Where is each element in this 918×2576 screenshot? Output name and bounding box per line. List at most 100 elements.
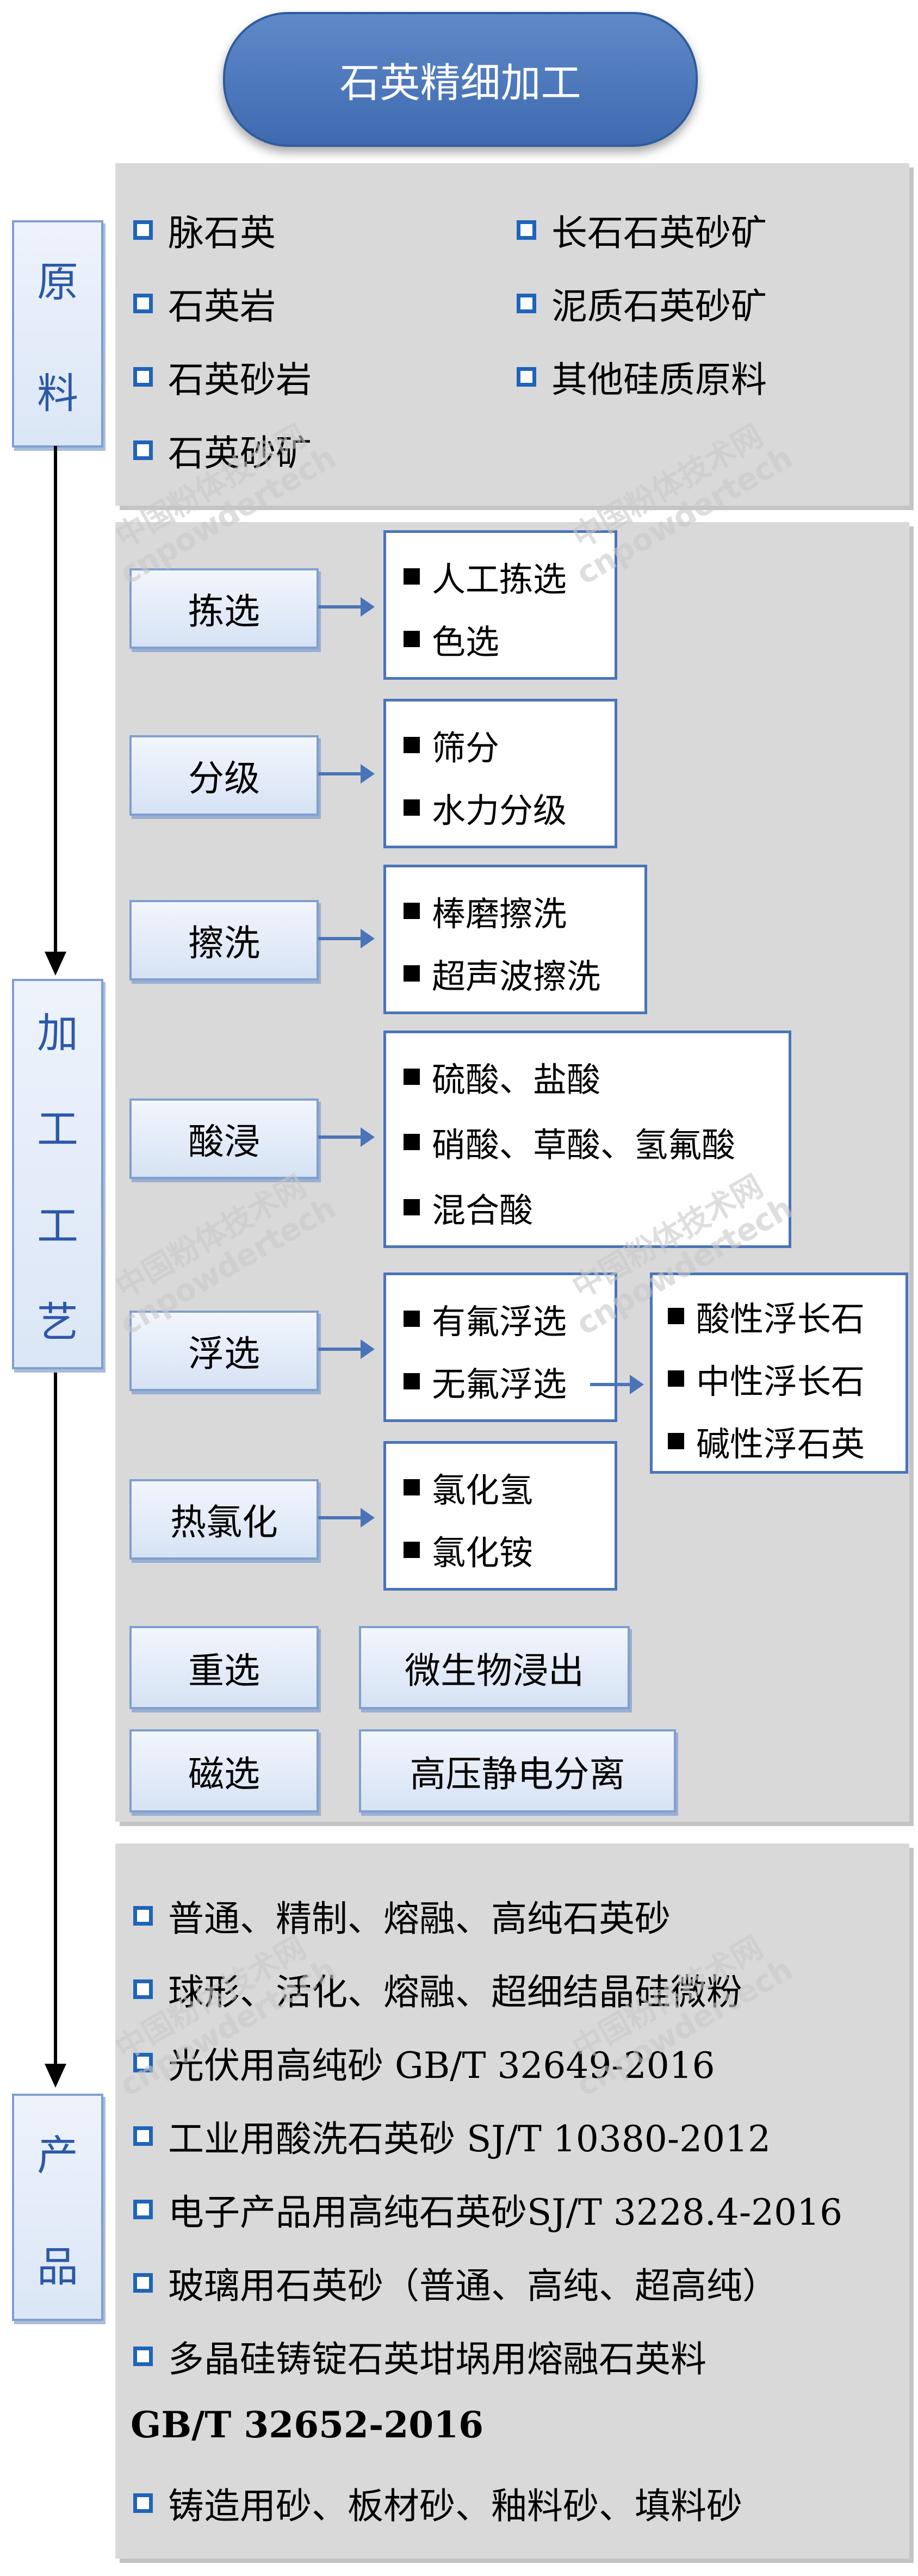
black-square-icon — [668, 1370, 684, 1387]
method-item: 水力分级 — [404, 783, 567, 832]
method-item: 有氟浮选 — [404, 1294, 567, 1343]
side-char: 品 — [37, 2242, 78, 2291]
side-char: 工 — [37, 1105, 78, 1154]
method-item: 人工拣选 — [404, 552, 567, 601]
square-bullet-icon — [133, 440, 153, 460]
raw-item: 石英砂岩 — [133, 351, 312, 403]
square-bullet-icon — [133, 2347, 153, 2366]
products-panel — [115, 1843, 909, 2559]
black-square-icon — [668, 1308, 684, 1324]
process-box-sorting: 拣选 — [129, 568, 319, 649]
method-box: 人工拣选 色选 — [383, 530, 617, 680]
black-square-icon — [404, 1479, 420, 1495]
diagram-title: 石英精细加工 — [223, 12, 698, 147]
method-item: 混合酸 — [404, 1183, 533, 1232]
square-bullet-icon — [133, 1979, 153, 1999]
method-box: 硫酸、盐酸 硝酸、草酸、氢氟酸 混合酸 — [383, 1031, 791, 1248]
method-box: 筛分 水力分级 — [383, 699, 617, 848]
black-square-icon — [404, 799, 420, 816]
side-char: 料 — [37, 369, 78, 418]
square-bullet-icon — [133, 2126, 153, 2146]
connector-arrow-icon — [318, 1508, 375, 1528]
product-standard-line: GB/T 32652-2016 — [131, 2404, 484, 2446]
product-item: 普通、精制、熔融、高纯石英砂 — [133, 1890, 671, 1942]
product-item: 玻璃用石英砂（普通、高纯、超高纯） — [133, 2257, 778, 2309]
connector-arrow-icon — [318, 1339, 375, 1359]
product-item: 铸造用砂、板材砂、釉料砂、填料砂 — [133, 2477, 742, 2529]
connector-arrow-icon — [318, 764, 375, 784]
method-box: 氯化氢 氯化铵 — [383, 1441, 617, 1591]
connector-arrow-icon — [318, 1127, 375, 1147]
side-tab-raw: 原 料 — [12, 220, 103, 448]
flow-arrow-head-icon — [45, 952, 66, 976]
raw-item: 石英砂矿 — [133, 424, 312, 476]
method-item: 超声波擦洗 — [404, 949, 600, 998]
method-item: 氯化氢 — [404, 1463, 533, 1512]
black-square-icon — [404, 1542, 420, 1558]
sub-method-box: 酸性浮长石 中性浮长石 碱性浮石英 — [650, 1273, 908, 1474]
method-item: 硫酸、盐酸 — [404, 1052, 600, 1101]
square-bullet-icon — [517, 220, 536, 240]
side-char: 原 — [37, 257, 78, 306]
method-item: 无氟浮选 — [404, 1357, 567, 1406]
process-box-gravity: 重选 — [129, 1626, 319, 1709]
black-square-icon — [404, 903, 420, 919]
black-square-icon — [404, 737, 420, 753]
square-bullet-icon — [133, 2200, 153, 2219]
square-bullet-icon — [133, 2053, 153, 2072]
square-bullet-icon — [133, 220, 153, 240]
process-box-bioleaching: 微生物浸出 — [359, 1626, 630, 1709]
black-square-icon — [404, 1134, 420, 1150]
product-item: 光伏用高纯砂 GB/T 32649-2016 — [133, 2037, 715, 2089]
product-item: 多晶硅铸锭石英坩埚用熔融石英料 — [133, 2330, 706, 2382]
side-tab-process: 加 工 工 艺 — [12, 979, 103, 1369]
black-square-icon — [668, 1433, 684, 1449]
process-box-grading: 分级 — [129, 735, 319, 816]
product-item: 工业用酸洗石英砂 SJ/T 10380-2012 — [133, 2110, 771, 2162]
method-box: 棒磨擦洗 超声波擦洗 — [383, 865, 647, 1014]
flow-arrow-line — [54, 1370, 57, 2066]
square-bullet-icon — [133, 367, 153, 387]
black-square-icon — [404, 1069, 420, 1085]
side-char: 艺 — [37, 1298, 78, 1347]
product-item: 球形、活化、熔融、超细结晶硅微粉 — [133, 1963, 742, 2015]
raw-item: 其他硅质原料 — [517, 351, 767, 403]
side-char: 加 — [37, 1008, 78, 1057]
sub-method-item: 中性浮长石 — [668, 1354, 865, 1403]
black-square-icon — [404, 1199, 420, 1215]
process-box-electrostatic: 高压静电分离 — [359, 1729, 676, 1812]
raw-item: 石英岩 — [133, 277, 276, 330]
square-bullet-icon — [133, 1906, 153, 1926]
side-char: 工 — [37, 1201, 78, 1250]
process-box-flotation: 浮选 — [129, 1311, 319, 1391]
side-tab-product: 产 品 — [12, 2094, 103, 2321]
raw-materials-panel — [115, 163, 909, 506]
side-char: 产 — [37, 2131, 78, 2180]
method-item: 棒磨擦洗 — [404, 886, 567, 935]
process-box-scrubbing: 擦洗 — [129, 900, 319, 980]
square-bullet-icon — [133, 2273, 153, 2293]
raw-item: 泥质石英砂矿 — [517, 277, 767, 330]
product-item: 电子产品用高纯石英砂SJ/T 3228.4-2016 — [133, 2183, 842, 2236]
sub-method-item: 碱性浮石英 — [668, 1417, 865, 1466]
square-bullet-icon — [133, 294, 153, 313]
square-bullet-icon — [517, 367, 536, 387]
square-bullet-icon — [133, 2493, 153, 2513]
method-item: 氯化铵 — [404, 1525, 533, 1574]
method-item: 筛分 — [404, 721, 499, 769]
connector-arrow-icon — [318, 597, 375, 617]
connector-arrow-icon — [318, 929, 375, 948]
method-item: 色选 — [404, 614, 499, 663]
square-bullet-icon — [517, 294, 536, 313]
black-square-icon — [404, 631, 420, 647]
black-square-icon — [404, 1311, 420, 1327]
black-square-icon — [404, 568, 420, 585]
connector-arrow-icon — [590, 1375, 644, 1394]
process-box-magnetic: 磁选 — [129, 1729, 319, 1812]
raw-item: 脉石英 — [133, 204, 276, 256]
black-square-icon — [404, 1373, 420, 1389]
method-item: 硝酸、草酸、氢氟酸 — [404, 1118, 735, 1166]
black-square-icon — [404, 965, 420, 982]
process-box-hot-chlorination: 热氯化 — [129, 1479, 319, 1560]
flow-arrow-line — [54, 446, 57, 954]
